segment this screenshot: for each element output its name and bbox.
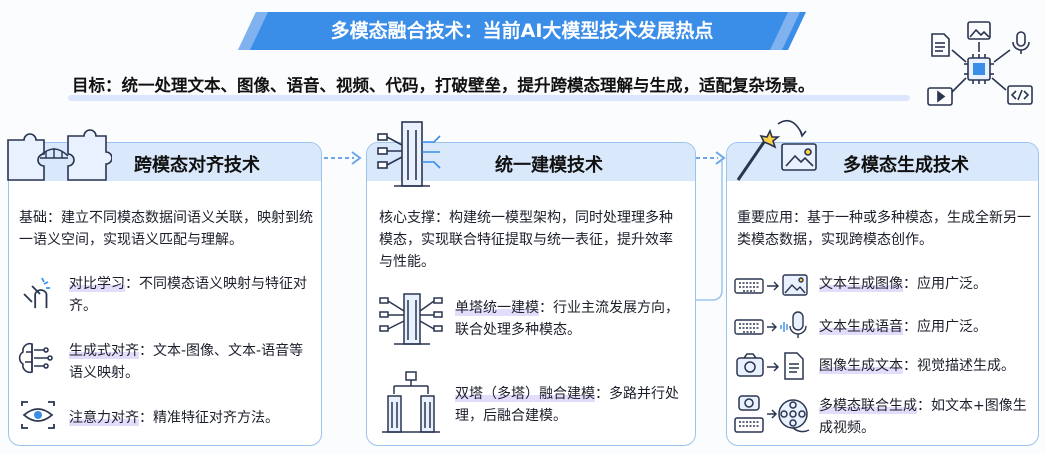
flow-arrow bbox=[696, 151, 726, 165]
tower-network-icon bbox=[372, 112, 452, 196]
item-term: 文本生成图像 bbox=[819, 276, 903, 292]
flow-arrow bbox=[324, 151, 362, 165]
list-item: 注意力对齐：精准特征对齐方法。 bbox=[69, 407, 314, 429]
puzzle-bridge-icon bbox=[2, 126, 113, 190]
panel-title: 统一建模技术 bbox=[495, 155, 603, 176]
list-item: 图像生成文本：视觉描述生成。 bbox=[819, 355, 1033, 377]
flow-connector bbox=[696, 160, 723, 301]
brain-chip-icon bbox=[18, 340, 58, 380]
single-tower-icon bbox=[376, 286, 448, 352]
goal-statement: 目标：统一处理文本、图像、语音、视频、代码，打破壁垒，提升跨模态理解与生成，适配… bbox=[72, 76, 815, 95]
item-term: 多模态联合生成 bbox=[819, 398, 917, 414]
multimodal-hub-icon bbox=[922, 18, 1037, 122]
camera-keyboard-to-film-icon bbox=[733, 392, 813, 444]
item-desc: ：应用广泛。 bbox=[903, 276, 987, 292]
item-desc: ：应用广泛。 bbox=[903, 319, 987, 335]
list-item: 对比学习：不同模态语义映射与特征对齐。 bbox=[69, 273, 314, 317]
magnet-icon bbox=[18, 272, 58, 316]
list-item: 文本生成图像：应用广泛。 bbox=[819, 273, 1029, 295]
item-desc: ：如文本+图像生成视频。 bbox=[819, 398, 1027, 436]
panel-header bbox=[9, 143, 321, 181]
item-desc: ：视觉描述生成。 bbox=[903, 358, 1015, 374]
panel-title: 跨模态对齐技术 bbox=[134, 155, 260, 176]
panel-intro: 基础：建立不同模态数据间语义关联，映射到统一语义空间，实现语义匹配与理解。 bbox=[19, 210, 313, 248]
banner-shape bbox=[238, 12, 806, 50]
magic-wand-image-icon bbox=[734, 110, 824, 194]
item-term: 图像生成文本 bbox=[819, 358, 903, 374]
title-banner: 多模态融合技术：当前AI大模型技术发展热点 bbox=[238, 12, 806, 50]
eye-icon bbox=[18, 400, 58, 434]
item-term: 单塔统一建模 bbox=[455, 300, 539, 316]
panel-title: 多模态生成技术 bbox=[843, 155, 969, 176]
keyboard-to-mic-icon bbox=[733, 308, 813, 346]
list-item: 单塔统一建模：行业主流发展方向，联合处理多种模态。 bbox=[455, 297, 687, 341]
item-term: 文本生成语音 bbox=[819, 319, 903, 335]
keyboard-to-image-icon bbox=[733, 270, 813, 304]
panel-intro: 重要应用：基于一种或多种模态，生成全新另一类模态数据，实现跨模态创作。 bbox=[737, 210, 1031, 248]
list-item: 多模态联合生成：如文本+图像生成视频。 bbox=[819, 395, 1033, 439]
camera-to-document-icon bbox=[733, 350, 813, 386]
item-term: 对比学习 bbox=[69, 276, 125, 292]
panel-header bbox=[727, 143, 1038, 181]
panel-cross-modal-alignment: 跨模态对齐技术 基础：建立不同模态数据间语义关联，映射到统一语义空间，实现语义匹… bbox=[8, 142, 322, 446]
item-term: 注意力对齐 bbox=[69, 410, 139, 426]
panel-intro: 核心支撑：构建统一模型架构，同时处理理多种模态，实现联合特征提取与统一表征，提升… bbox=[379, 210, 673, 270]
item-term: 双塔（多塔）融合建模 bbox=[455, 386, 595, 402]
panel-multimodal-generation: 多模态生成技术 重要应用：基于一种或多种模态，生成全新另一类模态数据，实现跨模态… bbox=[726, 142, 1039, 446]
item-desc: ：行业主流发展方向，联合处理多种模态。 bbox=[455, 300, 679, 338]
list-item: 双塔（多塔）融合建模：多路并行处理，后融合建模。 bbox=[455, 383, 687, 427]
list-item: 生成式对齐：文本-图像、文本-语音等语义映射。 bbox=[69, 340, 314, 384]
list-item: 文本生成语音：应用广泛。 bbox=[819, 316, 1029, 338]
item-desc: ：文本-图像、文本-语音等语义映射。 bbox=[69, 343, 304, 381]
item-desc: ：不同模态语义映射与特征对齐。 bbox=[69, 276, 307, 314]
item-desc: ：多路并行处理，后融合建模。 bbox=[455, 386, 679, 424]
twin-towers-icon bbox=[380, 370, 444, 440]
page-title: 多模态融合技术：当前AI大模型技术发展热点 bbox=[330, 20, 714, 42]
item-desc: ：精准特征对齐方法。 bbox=[139, 410, 279, 426]
item-term: 生成式对齐 bbox=[69, 343, 139, 359]
